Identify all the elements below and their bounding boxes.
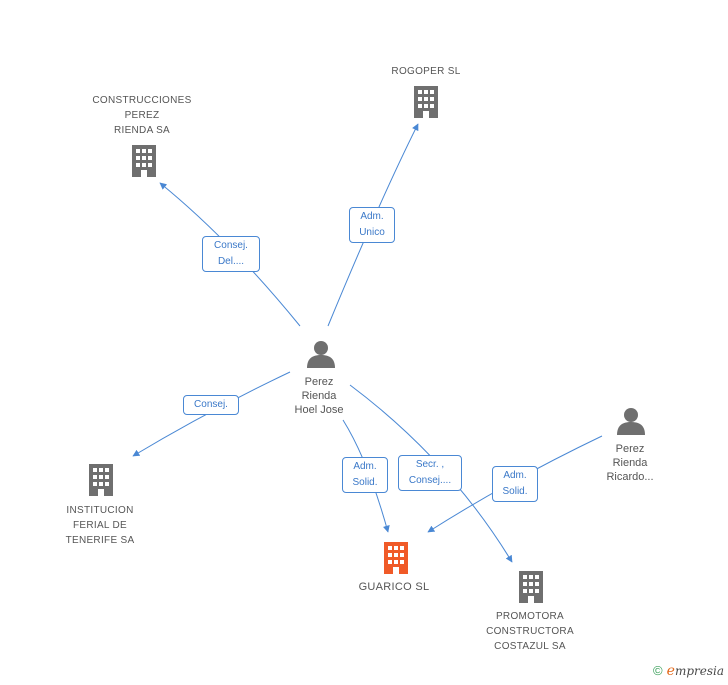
footer-brand[interactable]: ©empresia	[653, 663, 724, 679]
brand-logo-e: e	[666, 663, 675, 679]
copyright-icon: ©	[653, 663, 663, 678]
edge-label-adm-solid-1: Adm. Solid.	[342, 457, 388, 493]
edge-label-secr-consej: Secr. , Consej....	[398, 455, 462, 491]
brand-name: mpresia	[674, 664, 724, 678]
edge-label-adm-unico: Adm. Unico	[349, 207, 395, 243]
person-icon-perez-hoel[interactable]	[307, 341, 335, 368]
node-label-guarico[interactable]: GUARICO SL	[358, 581, 430, 593]
person-icon-perez-ricardo[interactable]	[617, 408, 645, 435]
building-icon-institucion[interactable]	[89, 464, 113, 496]
edge-label-adm-solid-2: Adm. Solid.	[492, 466, 538, 502]
edge-label-consej: Consej.	[183, 395, 239, 415]
edge-label-consej-del: Consej. Del....	[202, 236, 260, 272]
node-label-perez-hoel[interactable]: Perez Rienda Hoel Jose	[294, 376, 344, 416]
node-label-construcciones[interactable]: CONSTRUCCIONES PEREZ RIENDA SA	[92, 95, 192, 136]
node-label-promotora[interactable]: PROMOTORA CONSTRUCTORA COSTAZUL SA	[486, 611, 574, 652]
building-icon-promotora[interactable]	[519, 571, 543, 603]
node-label-rogoper[interactable]: ROGOPER SL	[391, 66, 461, 77]
building-icon-construcciones[interactable]	[132, 145, 156, 177]
node-label-institucion[interactable]: INSTITUCION FERIAL DE TENERIFE SA	[65, 505, 135, 546]
building-icon-guarico[interactable]	[384, 542, 408, 574]
building-icon-rogoper[interactable]	[414, 86, 438, 118]
node-label-perez-ricardo[interactable]: Perez Rienda Ricardo...	[606, 443, 654, 483]
